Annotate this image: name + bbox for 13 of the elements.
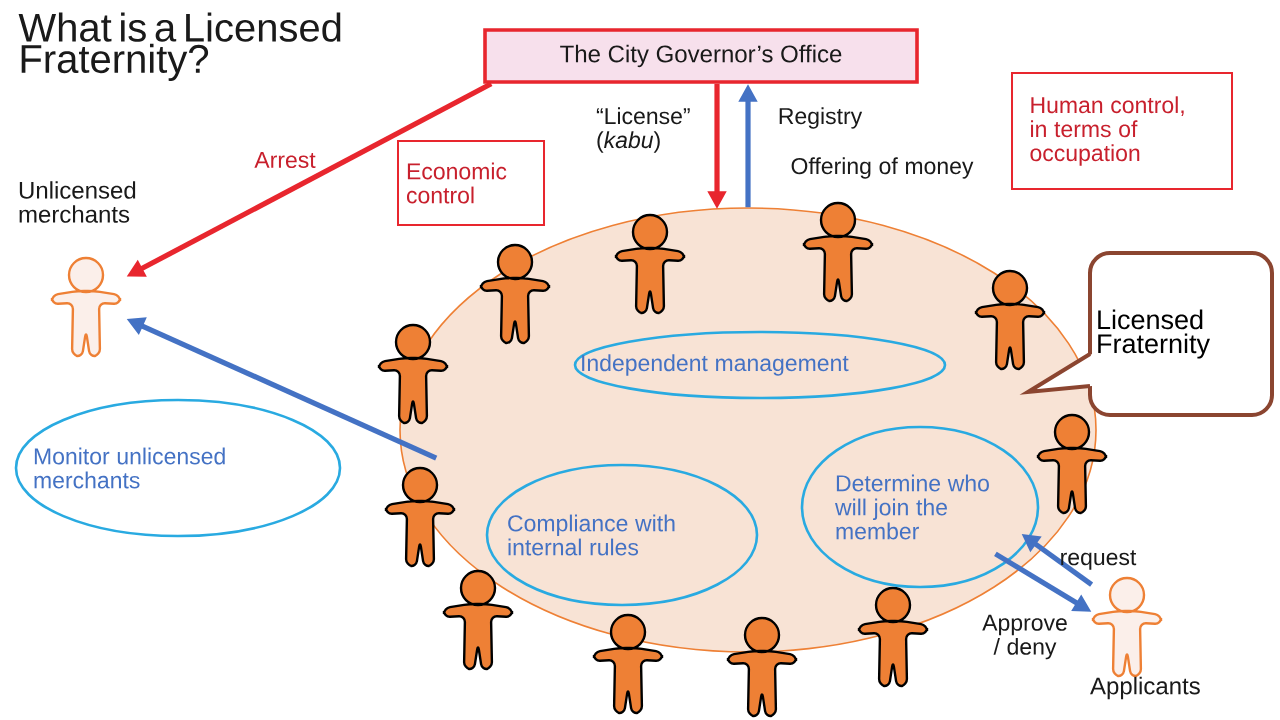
note-box: Economic control — [397, 140, 545, 226]
edge-label: “License” (kabu) — [596, 107, 690, 153]
note-box: Human control, in terms of occupation — [1011, 72, 1233, 190]
person-label: Unlicensed merchants — [19, 181, 136, 223]
flow-label: Offering of money — [791, 157, 974, 179]
edge-label: Arrest — [254, 152, 316, 169]
office-box: The City Governor’s Office — [483, 28, 919, 84]
edge-label: Approve / deny — [982, 614, 1067, 660]
edge-label: Registry — [779, 107, 863, 129]
title: What is a Licensed Fraternity? — [18, 12, 341, 82]
speech-bubble: Licensed Fraternity — [1019, 251, 1274, 417]
person-label: Applicants — [1090, 676, 1200, 700]
edge-label: request — [1061, 550, 1137, 570]
